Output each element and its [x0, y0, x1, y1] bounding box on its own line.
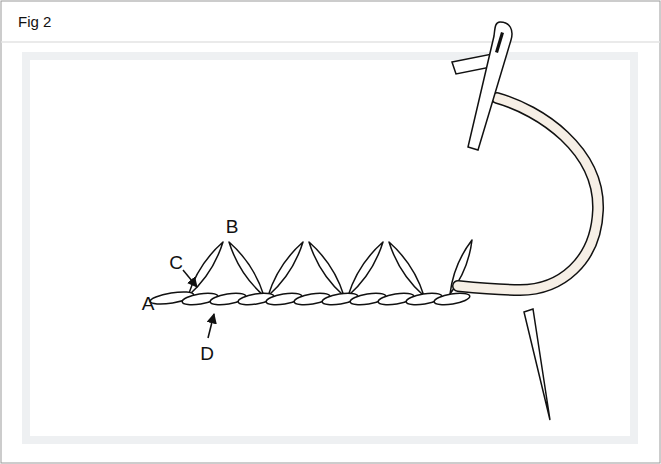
needle-upper [468, 22, 512, 150]
header-rule [1, 41, 660, 43]
inner-frame [26, 56, 634, 440]
needle-eye [495, 32, 504, 53]
point-label: C [169, 253, 183, 272]
stitch-loop [268, 242, 303, 296]
point-label: B [226, 217, 239, 236]
figure-title: Fig 2 [18, 14, 51, 29]
stitch-loop [348, 242, 383, 296]
chain-link [433, 291, 470, 307]
stitch-loop [309, 242, 344, 296]
stitch-row [149, 240, 472, 307]
needle-tip [524, 309, 550, 420]
stitch-loop [389, 242, 424, 296]
leader-arrow [183, 270, 197, 287]
point-label: D [200, 344, 214, 363]
leader-arrow [208, 314, 214, 338]
stitch-loop [229, 242, 264, 296]
point-label: A [142, 294, 155, 313]
stitch-loop [188, 242, 223, 296]
